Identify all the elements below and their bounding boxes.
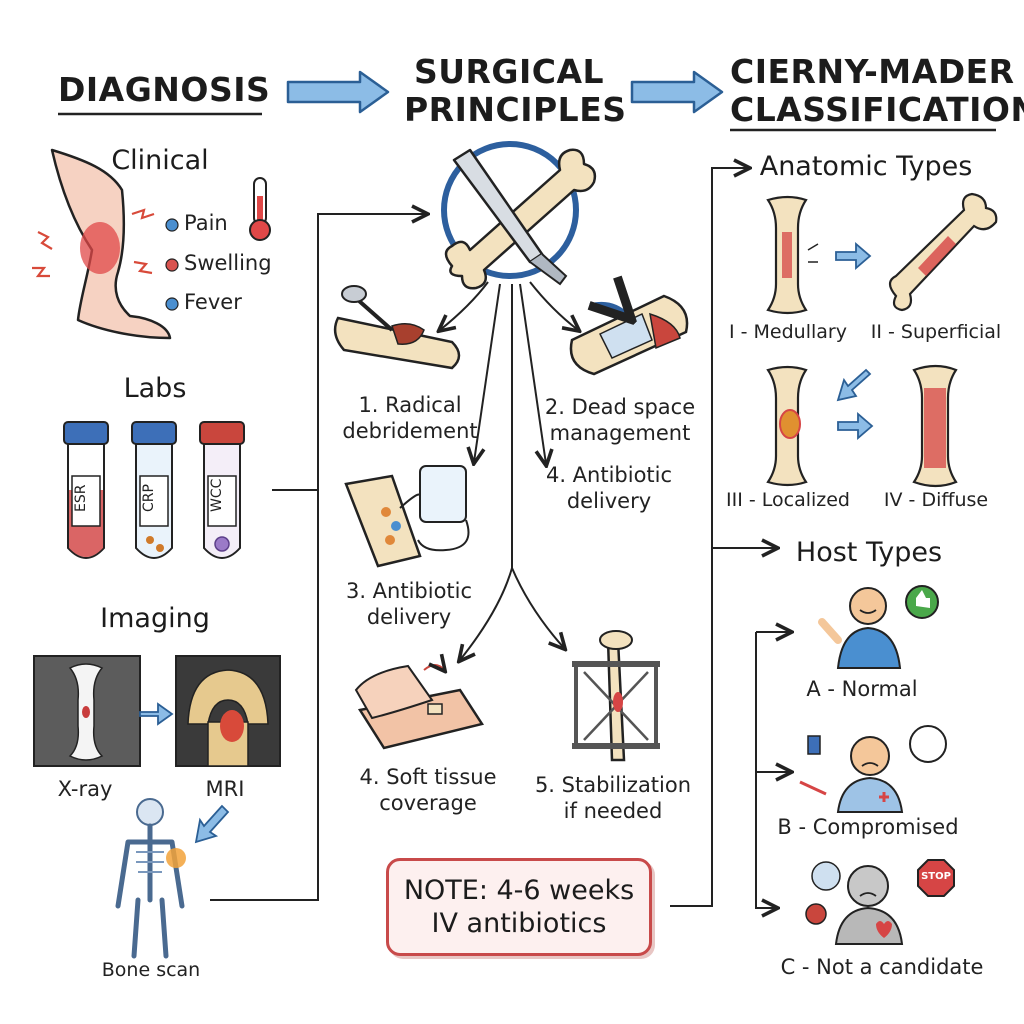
swelling-bullet bbox=[165, 258, 179, 272]
header-arrow-1 bbox=[286, 70, 390, 114]
symptom-swelling: Swelling bbox=[184, 251, 272, 275]
step-antibiotic-right-line2: delivery bbox=[566, 489, 652, 513]
xray-to-mri-arrow bbox=[139, 702, 174, 726]
classification-connectors bbox=[670, 168, 790, 908]
anatomic-types-title: Anatomic Types bbox=[759, 151, 973, 182]
step-antibiotic-right-line1: 4. Antibiotic bbox=[545, 463, 673, 487]
diagnosis-header: DIAGNOSIS bbox=[58, 70, 271, 109]
esr-label: ESR bbox=[73, 484, 89, 512]
host-a-label: A - Normal bbox=[806, 677, 918, 701]
surgical-header-line2: PRINCIPLES bbox=[404, 90, 627, 129]
step-radical-line2: debridement bbox=[342, 419, 478, 443]
esr-tube-icon bbox=[63, 421, 109, 559]
step-softtissue-line2: coverage bbox=[379, 791, 477, 815]
healthy-person-icon bbox=[818, 585, 939, 669]
external-fixator-icon bbox=[572, 630, 660, 762]
imaging-title: Imaging bbox=[100, 603, 210, 634]
antibiotic-delivery-icon bbox=[344, 465, 470, 568]
host-b-label: B - Compromised bbox=[777, 815, 959, 839]
type-diffuse-label: IV - Diffuse bbox=[883, 489, 989, 511]
note-line1: NOTE: 4-6 weeks bbox=[403, 875, 635, 906]
xray-label: X-ray bbox=[57, 777, 113, 801]
stop-sign-text: STOP bbox=[921, 871, 951, 882]
medullary-bone-icon bbox=[766, 195, 819, 315]
type2-to-type3-arrow bbox=[836, 368, 872, 402]
type-medullary-label: I - Medullary bbox=[729, 321, 847, 343]
mri-to-bonescan-arrow bbox=[194, 804, 230, 844]
dead-space-icon bbox=[569, 296, 689, 376]
mri-image-icon bbox=[175, 655, 281, 767]
labs-title: Labs bbox=[123, 373, 187, 404]
pain-bullet bbox=[165, 218, 179, 232]
crp-tube-icon bbox=[131, 421, 177, 559]
type-localized-label: III - Localized bbox=[726, 489, 850, 511]
step-deadspace-line2: management bbox=[549, 421, 691, 445]
inflamed-leg-icon bbox=[32, 148, 172, 340]
bone-scan-label: Bone scan bbox=[101, 959, 201, 981]
surgical-fan-arrows bbox=[440, 281, 578, 660]
compromised-person-icon bbox=[799, 725, 947, 813]
classification-header-line1: CIERNY-MADER bbox=[730, 52, 1015, 91]
scalpel-bone-icon bbox=[441, 141, 597, 290]
crp-label: CRP bbox=[141, 484, 157, 512]
symptom-pain: Pain bbox=[184, 211, 228, 235]
surgical-header-line1: SURGICAL bbox=[413, 52, 605, 91]
step-antibiotic-left-line2: delivery bbox=[366, 605, 452, 629]
step-deadspace-line1: 2. Dead space bbox=[544, 395, 696, 419]
wcc-label: WCC bbox=[209, 478, 225, 512]
thermometer-icon bbox=[249, 177, 271, 241]
step-antibiotic-left-line1: 3. Antibiotic bbox=[345, 579, 473, 603]
diffuse-bone-icon bbox=[912, 364, 958, 488]
note-line2: IV antibiotics bbox=[431, 907, 607, 939]
wcc-tube-icon bbox=[199, 421, 245, 559]
host-types-title: Host Types bbox=[795, 537, 943, 568]
step-stabilization-line1: 5. Stabilization bbox=[534, 773, 692, 797]
xray-image-icon bbox=[33, 655, 141, 767]
symptom-fever: Fever bbox=[184, 290, 242, 314]
mri-label: MRI bbox=[205, 777, 245, 801]
step-softtissue-line1: 4. Soft tissue bbox=[359, 765, 497, 789]
step-radical-line1: 1. Radical bbox=[358, 393, 462, 417]
superficial-bone-icon bbox=[888, 192, 998, 312]
type1-to-type2-arrow bbox=[835, 242, 872, 270]
fever-bullet bbox=[165, 297, 179, 311]
skeleton-bone-scan-icon bbox=[115, 798, 186, 959]
diagnosis-to-surgery-connector bbox=[272, 214, 426, 491]
step-stabilization-line2: if needed bbox=[563, 799, 663, 823]
classification-header-line2: CLASSIFICATION bbox=[730, 90, 1024, 129]
imaging-connector bbox=[210, 490, 319, 901]
clinical-title: Clinical bbox=[111, 145, 209, 176]
antibiotic-note-box: NOTE: 4-6 weeks IV antibiotics bbox=[386, 858, 652, 956]
type3-to-type4-arrow bbox=[837, 412, 874, 440]
debridement-icon bbox=[333, 285, 461, 370]
host-c-label: C - Not a candidate bbox=[780, 955, 984, 979]
not-candidate-person-icon bbox=[805, 859, 955, 945]
header-arrow-2 bbox=[630, 70, 724, 114]
type-superficial-label: II - Superficial bbox=[870, 321, 1002, 343]
localized-bone-icon bbox=[766, 365, 808, 487]
soft-tissue-flap-icon bbox=[354, 665, 485, 750]
